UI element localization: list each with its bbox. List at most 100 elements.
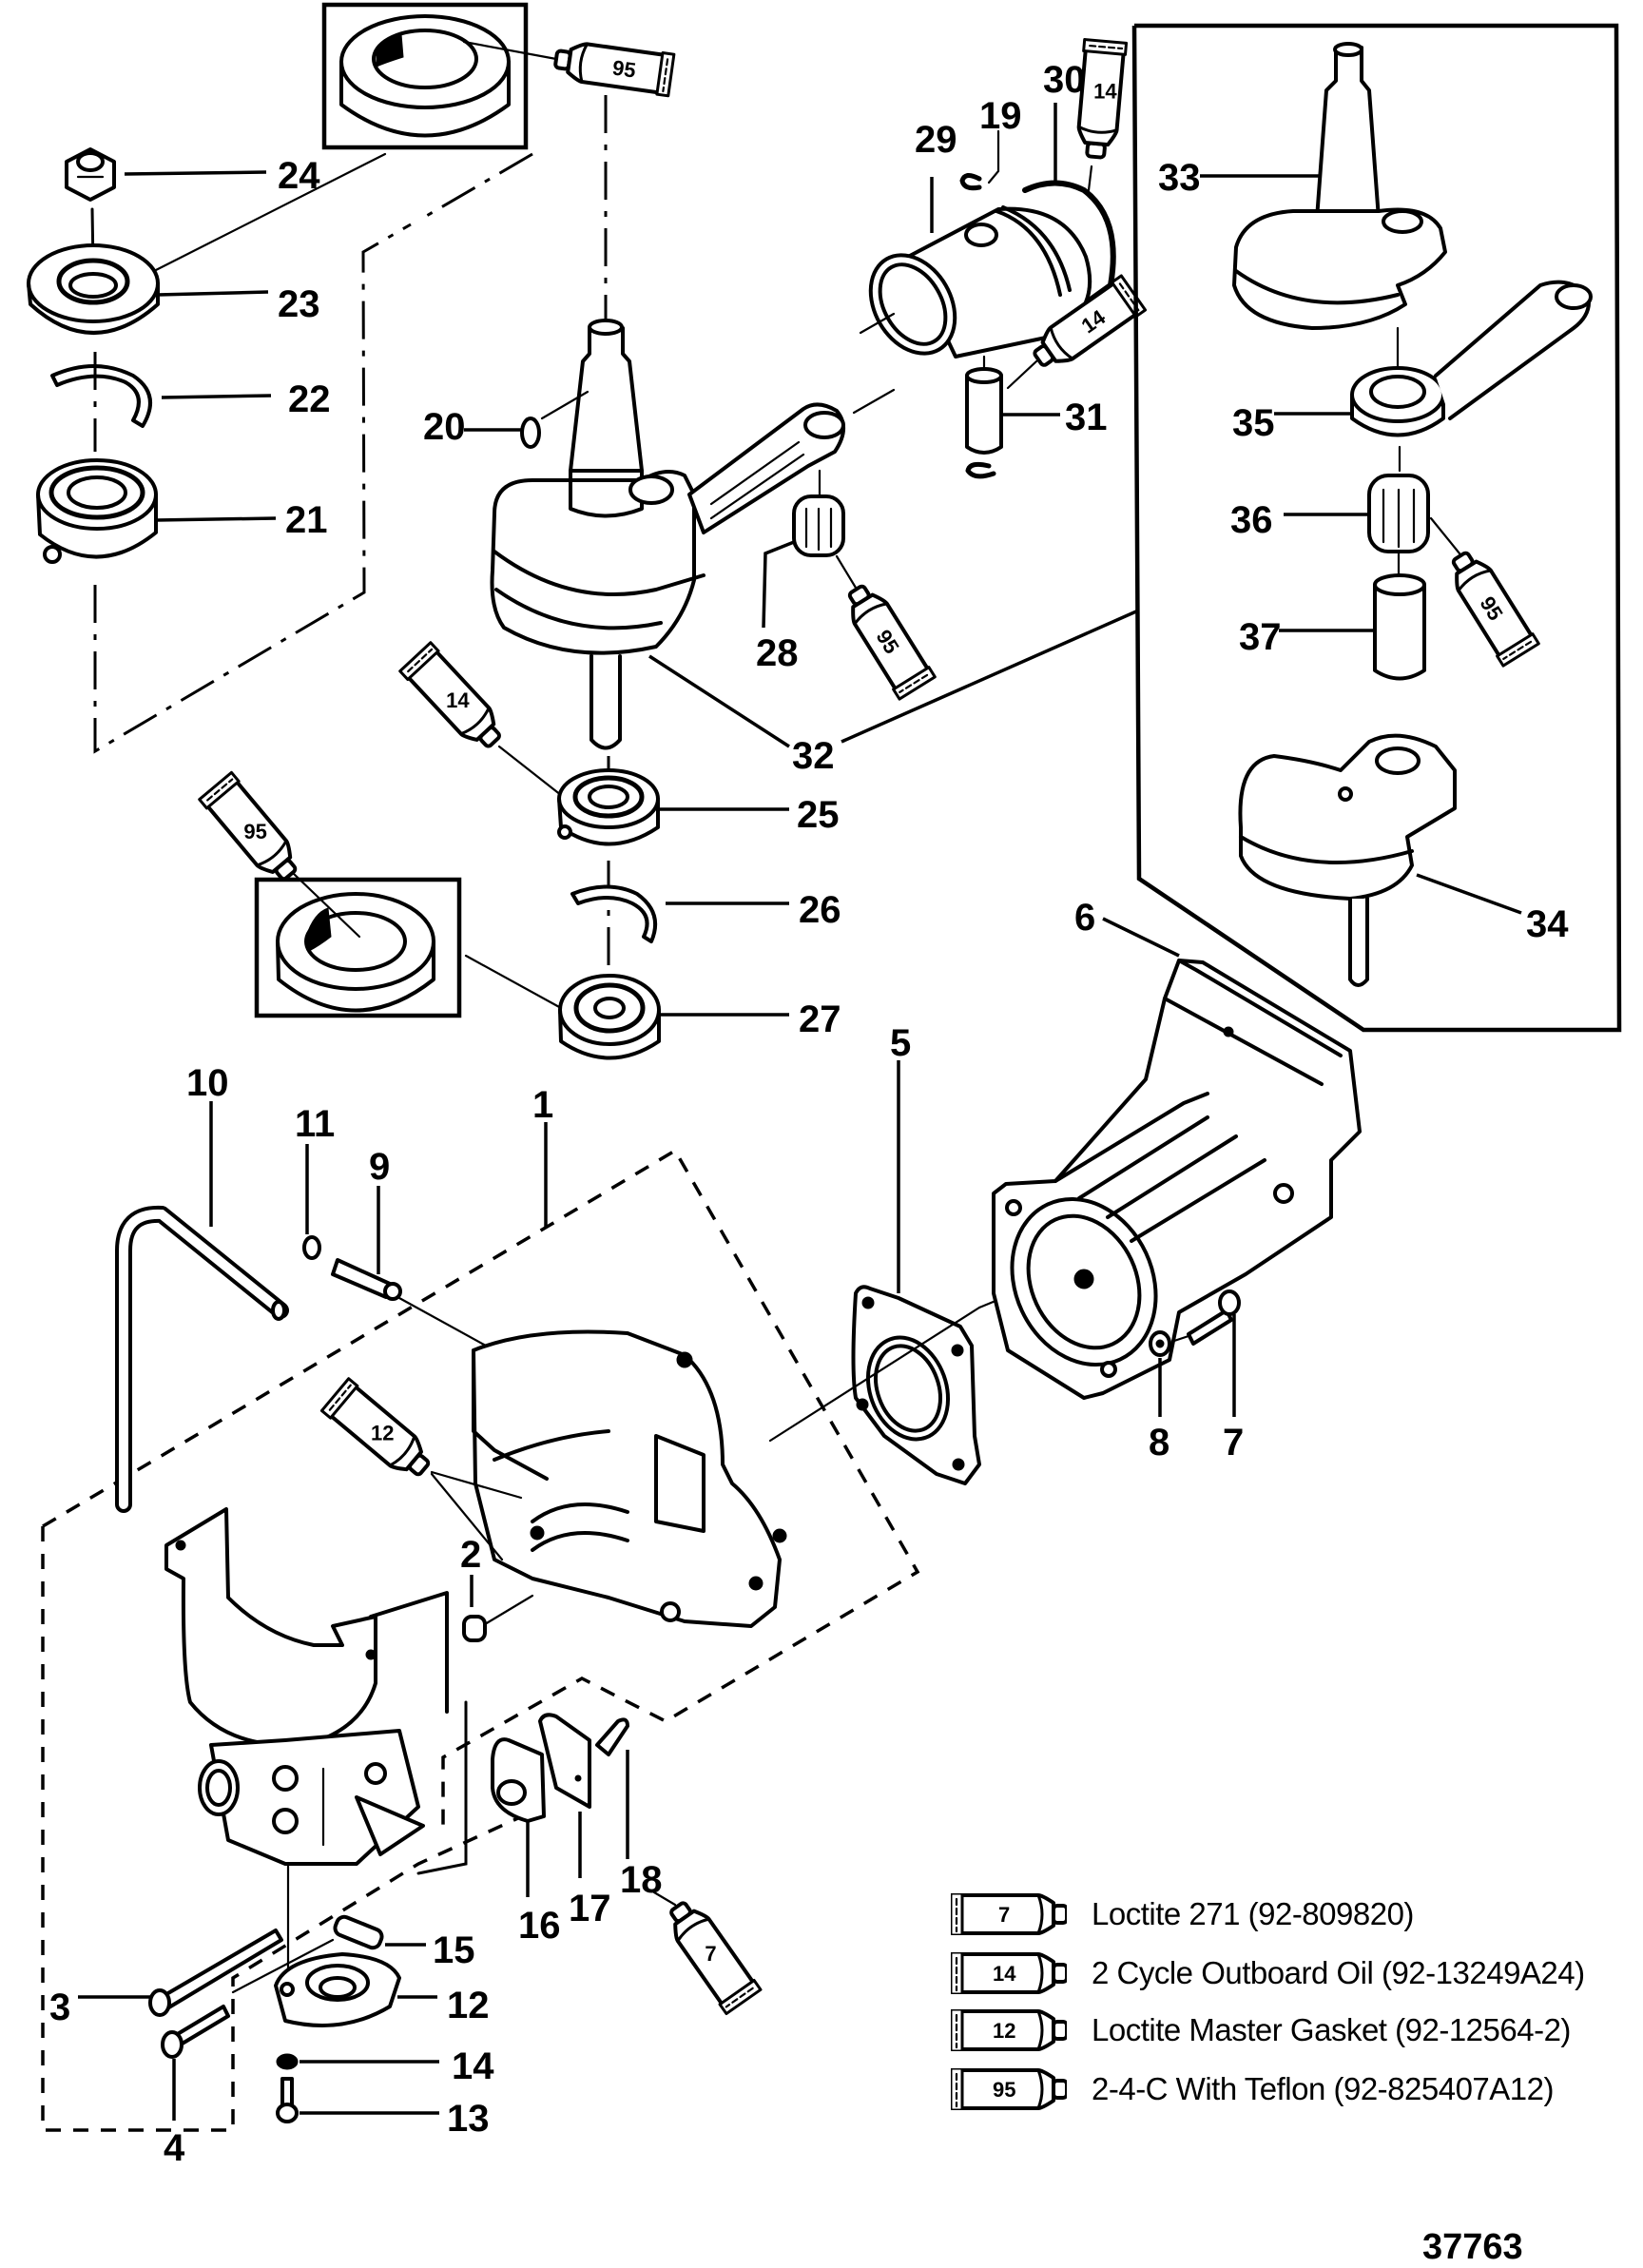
screw-7 (1187, 1289, 1241, 1346)
figure-number: 37763 (1422, 2227, 1523, 2267)
lubricant-tube-icon: 95 (951, 2068, 1067, 2110)
lower-seal-inset (254, 877, 462, 1018)
screw-13 (276, 2077, 299, 2123)
fuel-pump-body (198, 1729, 425, 1866)
svg-text:95: 95 (611, 55, 638, 82)
screw-3 (148, 1929, 283, 2017)
callout-30: 30 (1043, 59, 1086, 101)
seal-23 (27, 243, 160, 335)
callout-19: 19 (979, 95, 1022, 137)
optional-crankshaft-inset (1131, 23, 1622, 1033)
assembly-outline-left (93, 223, 412, 754)
callout-21: 21 (285, 499, 328, 541)
callout-20: 20 (423, 406, 466, 448)
piston-ring-30 (1022, 180, 1116, 307)
gasket-5 (851, 1285, 981, 1485)
screw-18 (595, 1717, 629, 1756)
legend-item: 14 2 Cycle Outboard Oil (92-13249A24) (951, 1949, 1585, 1997)
needle-bearing-36 (1367, 474, 1430, 553)
legend-label: 2 Cycle Outboard Oil (92-13249A24) (1092, 1955, 1585, 1990)
callout-15: 15 (433, 1929, 475, 1971)
callout-12: 12 (447, 1985, 490, 2026)
callout-29: 29 (915, 119, 957, 161)
bearing-25 (557, 768, 660, 846)
piston-pin-clip-lower (965, 461, 996, 479)
callout-33: 33 (1158, 157, 1201, 199)
callout-13: 13 (447, 2098, 490, 2140)
legend-label: 2-4-C With Teflon (92-825407A12) (1092, 2071, 1555, 2106)
connecting-rod (687, 402, 845, 534)
callout-31: 31 (1065, 397, 1108, 438)
nut-24 (65, 147, 116, 202)
crankpin-37 (1373, 573, 1426, 681)
callout-23: 23 (278, 283, 320, 325)
svg-text:7: 7 (705, 1942, 716, 1966)
callout-14: 14 (452, 2045, 494, 2087)
lubricant-tube-95-lower: 95 (197, 770, 308, 891)
callout-11: 11 (295, 1103, 335, 1145)
assembly-outline-crankcase (42, 1148, 920, 1826)
callout-37: 37 (1239, 616, 1282, 658)
lubricant-tube-95-top: 95 (551, 36, 676, 98)
callout-17: 17 (569, 1888, 611, 1929)
piston-pin-clip-19 (959, 173, 982, 191)
retaining-ring-22 (50, 364, 152, 428)
legend-label: Loctite 271 (92-809820) (1092, 1896, 1414, 1931)
washer-8 (1149, 1330, 1171, 1357)
callout-26: 26 (799, 889, 841, 931)
woodruff-key-20 (520, 417, 541, 449)
lubricant-tube-7: 7 (657, 1892, 763, 2016)
dowel-pin-2 (462, 1615, 487, 1642)
lubricant-tube-95-bearing: 95 (836, 576, 937, 702)
lubricant-tube-14-lower: 14 (397, 640, 512, 759)
reed-block-16 (491, 1737, 546, 1823)
crank-half-34 (1238, 733, 1457, 987)
svg-text:95: 95 (243, 820, 266, 843)
lubricant-tube-icon: 12 (951, 2009, 1067, 2051)
callout-16: 16 (518, 1905, 561, 1947)
callout-5: 5 (890, 1022, 911, 1064)
lubricant-tube-icon: 14 (951, 1952, 1067, 1994)
cover-12 (274, 1952, 401, 2027)
callout-2: 2 (460, 1534, 481, 1576)
connecting-rod-35 (1350, 280, 1593, 437)
callout-25: 25 (797, 794, 840, 836)
lubricant-tube-12: 12 (319, 1376, 440, 1487)
needle-bearing-28 (792, 494, 845, 557)
top-seal-inset (321, 2, 529, 150)
plug-15 (333, 1914, 384, 1950)
callout-7: 7 (1223, 1422, 1244, 1464)
callout-9: 9 (369, 1146, 390, 1188)
intake-housing-6 (992, 959, 1362, 1400)
callout-34: 34 (1526, 903, 1569, 945)
legend-item: 12 Loctite Master Gasket (92-12564-2) (951, 2006, 1571, 2054)
callout-1: 1 (532, 1084, 553, 1126)
lubricant-tube-icon: 7 (951, 1893, 1067, 1935)
callout-36: 36 (1230, 499, 1273, 541)
svg-text:12: 12 (993, 2019, 1015, 2043)
callout-3: 3 (49, 1987, 70, 2028)
piston-pin-31 (965, 367, 1003, 455)
reed-plate-17 (538, 1713, 591, 1809)
callout-27: 27 (799, 998, 841, 1040)
callout-18: 18 (620, 1859, 663, 1901)
hose-10 (115, 1205, 289, 1513)
svg-text:14: 14 (1093, 79, 1117, 103)
crankcase-cover (472, 1329, 787, 1628)
svg-text:14: 14 (446, 688, 470, 712)
bearing-21 (36, 458, 158, 564)
crankcase-lower-half (164, 1507, 449, 1748)
svg-text:95: 95 (993, 2078, 1015, 2102)
screw-4 (161, 2005, 230, 2059)
callout-32: 32 (792, 735, 835, 777)
retaining-ring-26 (570, 884, 657, 943)
bearing-27 (558, 974, 661, 1060)
lubricant-tube-95-right: 95 (1440, 543, 1541, 669)
clamp-11 (302, 1235, 321, 1260)
callout-8: 8 (1149, 1422, 1169, 1464)
legend-item: 7 Loctite 271 (92-809820) (951, 1890, 1414, 1938)
crankshaft-33 (1232, 42, 1447, 330)
callout-35: 35 (1232, 402, 1275, 444)
washer-14 (276, 2053, 299, 2070)
